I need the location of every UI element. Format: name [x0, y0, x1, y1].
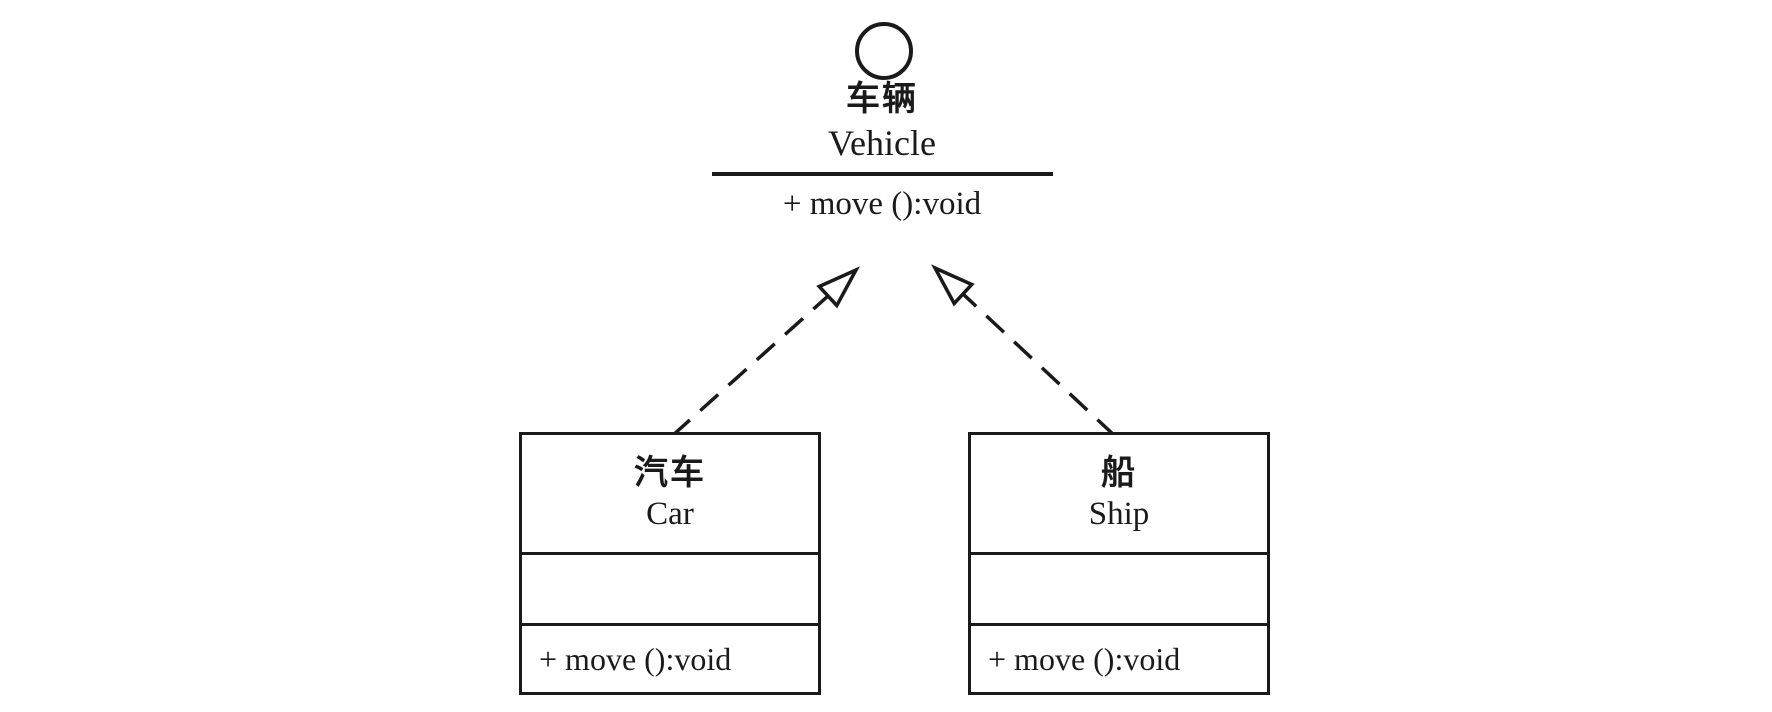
interface-name-en: Vehicle [828, 123, 936, 163]
ship-name-en: Ship [1088, 496, 1150, 532]
ship-name-cn: 船 [1101, 455, 1137, 492]
realization-arrow-ship-to-vehicle [931, 264, 1117, 438]
class-box-car: 汽车 Car + move ():void [519, 432, 821, 695]
ship-methods-section: + move ():void [971, 623, 1267, 692]
car-name-cn: 汽车 [634, 455, 706, 492]
interface-name-cn: 车辆 [846, 81, 918, 118]
interface-method-label: + move ():void [782, 186, 982, 222]
class-box-ship: 船 Ship + move ():void [968, 432, 1270, 695]
ship-title-section: 船 Ship [971, 435, 1267, 552]
car-methods-section: + move ():void [522, 623, 818, 692]
interface-lollipop-icon [855, 22, 913, 80]
car-method-label: + move ():void [539, 640, 732, 677]
ship-attributes-section-empty [971, 552, 1267, 623]
realization-arrow-car-to-vehicle [670, 266, 860, 438]
car-name-en: Car [646, 496, 694, 532]
car-title-section: 汽车 Car [522, 435, 818, 552]
interface-divider-line [712, 172, 1053, 176]
ship-method-label: + move ():void [988, 640, 1181, 677]
car-attributes-section-empty [522, 552, 818, 623]
